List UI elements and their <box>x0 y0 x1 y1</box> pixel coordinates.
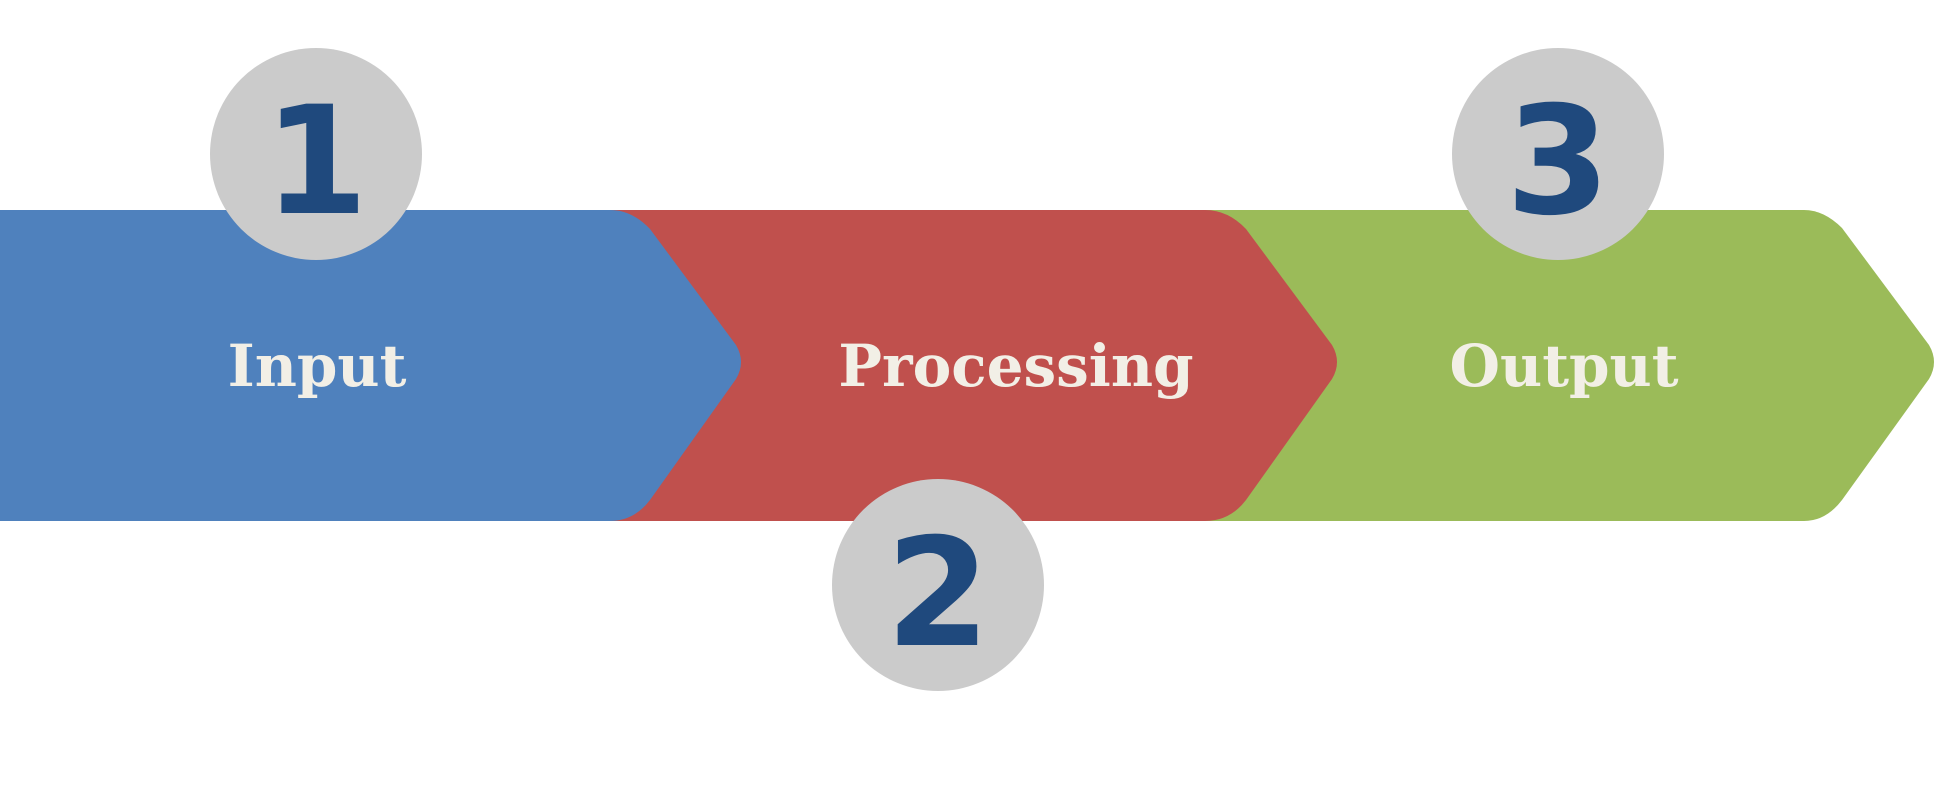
output-arrow-shape <box>1196 210 1934 521</box>
badge-circle <box>1452 48 1664 260</box>
step-label-processing: Processing <box>838 332 1193 400</box>
step-badge-3: 3 <box>1452 48 1664 260</box>
step-label-input: Input <box>228 332 407 400</box>
processing-arrow-shape <box>596 210 1337 521</box>
badge-circle <box>832 479 1044 691</box>
input-arrow-shape <box>0 210 741 521</box>
step-number-2: 2 <box>886 507 990 681</box>
step-badge-1: 1 <box>210 48 422 260</box>
step-badge-2: 2 <box>832 479 1044 691</box>
badge-circle <box>210 48 422 260</box>
step-label-output: Output <box>1450 332 1679 400</box>
step-number-3: 3 <box>1506 75 1610 249</box>
step-number-1: 1 <box>264 75 368 249</box>
